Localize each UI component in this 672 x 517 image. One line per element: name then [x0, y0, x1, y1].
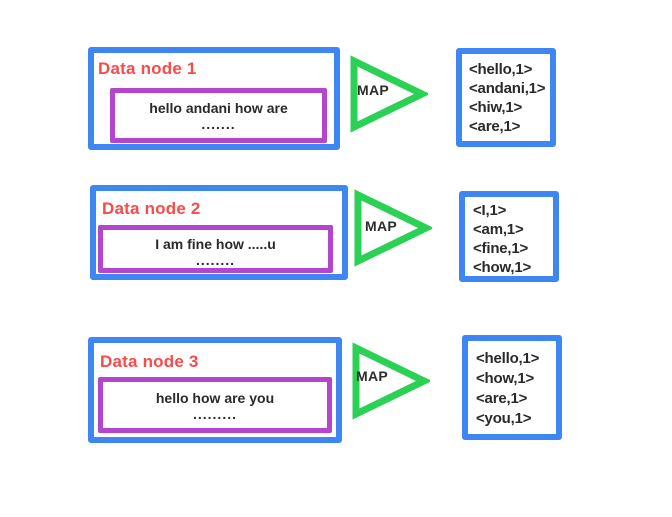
key-value-pair: <hello,1>: [476, 350, 540, 367]
map-arrow-label: MAP: [357, 82, 390, 98]
map-arrow-1: MAP: [348, 54, 428, 134]
data-node-title: Data node 3: [100, 352, 199, 371]
map-output-box-3: <hello,1> <how,1> <are,1> <you,1>: [462, 335, 562, 440]
key-value-pair: <fine,1>: [473, 240, 529, 257]
key-value-pair: <andani,1>: [469, 80, 546, 97]
right-triangle-arrow-icon: [350, 55, 428, 133]
input-text: I am fine how .....u: [155, 236, 276, 252]
key-value-pair: <how,1>: [473, 259, 532, 276]
data-node-title: Data node 2: [102, 199, 201, 218]
input-ellipsis: .........: [192, 406, 237, 422]
input-text-box: hello andani how are .......: [110, 88, 327, 143]
input-text-box: I am fine how .....u ........: [98, 225, 333, 273]
key-value-pair: <hiw,1>: [469, 99, 523, 116]
input-text: hello how are you: [155, 390, 275, 406]
data-node-box-3: Data node 3 hello how are you .........: [88, 337, 342, 443]
key-value-pair: <how,1>: [476, 370, 535, 387]
input-ellipsis: .......: [201, 116, 236, 132]
key-value-pair: <I,1>: [473, 202, 507, 219]
map-output-box-2: <I,1> <am,1> <fine,1> <how,1>: [459, 191, 559, 282]
right-triangle-arrow-icon: [354, 189, 432, 267]
data-node-title: Data node 1: [98, 59, 197, 78]
data-node-box-1: Data node 1 hello andani how are .......: [88, 47, 340, 150]
map-arrow-3: MAP: [350, 341, 430, 421]
input-text-box: hello how are you .........: [98, 377, 332, 433]
map-arrow-2: MAP: [352, 188, 432, 268]
input-ellipsis: ........: [195, 252, 236, 268]
input-text: hello andani how are: [149, 100, 288, 116]
data-node-box-2: Data node 2 I am fine how .....u .......…: [90, 185, 348, 280]
key-value-pair: <are,1>: [476, 390, 528, 407]
key-value-pair: <am,1>: [473, 221, 524, 238]
map-output-box-1: <hello,1> <andani,1> <hiw,1> <are,1>: [456, 48, 556, 147]
map-arrow-label: MAP: [365, 218, 398, 234]
key-value-pair: <hello,1>: [469, 61, 533, 78]
right-triangle-arrow-icon: [352, 342, 430, 420]
key-value-pair: <are,1>: [469, 118, 521, 135]
key-value-pair: <you,1>: [476, 410, 532, 427]
map-arrow-label: MAP: [356, 368, 389, 384]
